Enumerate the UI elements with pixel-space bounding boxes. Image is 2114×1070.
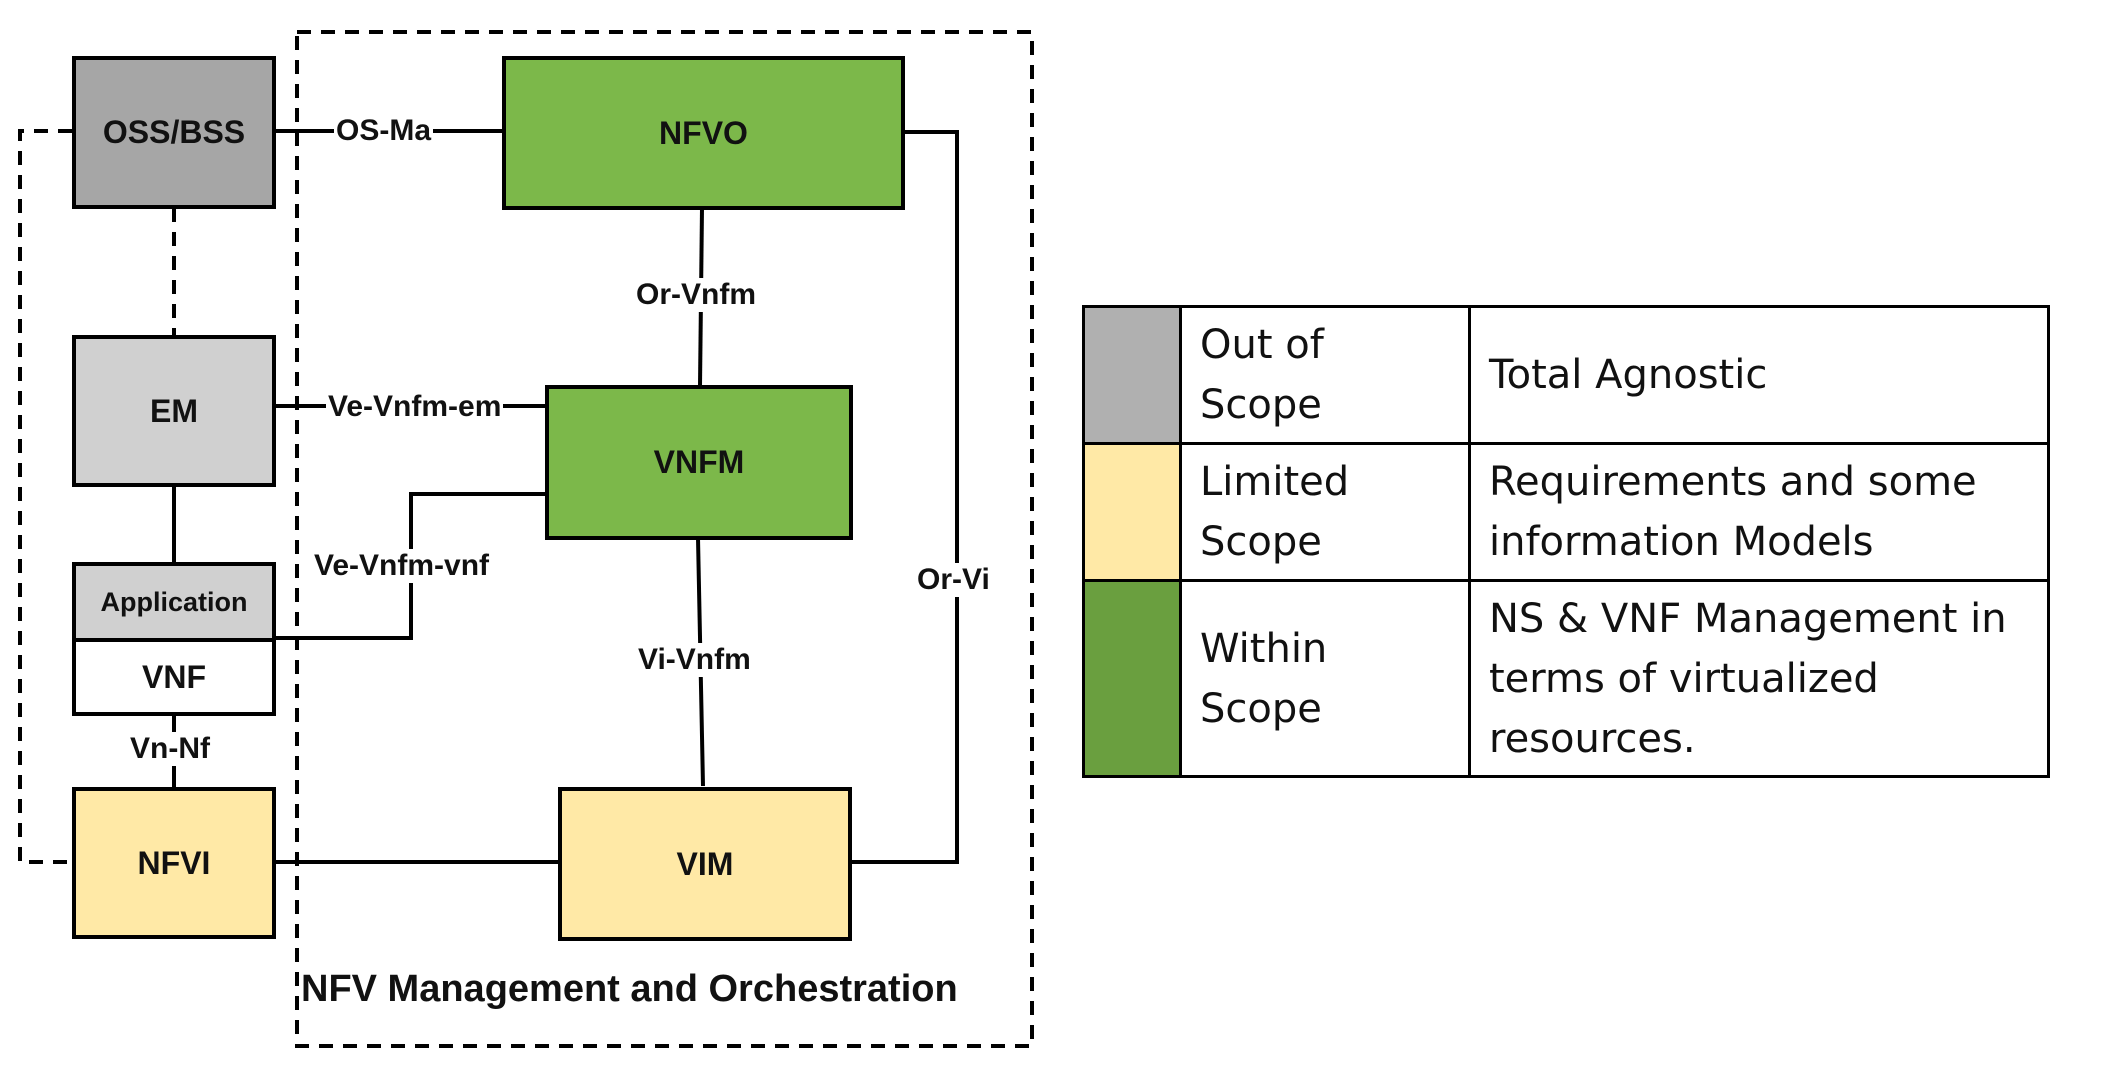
or-vi-label: Or-Vi	[915, 563, 992, 597]
legend-swatch-within-scope	[1082, 579, 1182, 778]
legend-scope-label: Within Scope	[1179, 579, 1471, 778]
mano-title: NFV Management and Orchestration	[301, 968, 958, 1011]
vnf-box: VNF	[72, 638, 276, 716]
ve-vnfm-vnf-label: Ve-Vnfm-vnf	[312, 549, 492, 583]
legend-description: Requirements and some information Models	[1468, 442, 2050, 582]
mano-boundary	[295, 30, 1034, 1048]
nfvi-label: NFVI	[137, 844, 211, 881]
em-label: EM	[150, 392, 198, 429]
legend-description: NS & VNF Management in terms of virtuali…	[1468, 579, 2050, 778]
legend-row: Limited Scope Requirements and some info…	[1082, 442, 2050, 582]
oss-bss-label: OSS/BSS	[102, 114, 246, 150]
nfvo-box: NFVO	[502, 56, 905, 210]
legend-swatch-limited-scope	[1082, 442, 1182, 582]
nfvi-box: NFVI	[72, 787, 276, 939]
oss-nfvi-dashed-link	[18, 129, 72, 864]
legend-row: Out of Scope Total Agnostic	[1082, 305, 2050, 445]
nfvo-label: NFVO	[659, 114, 748, 151]
legend-description: Total Agnostic	[1468, 305, 2050, 445]
vnfm-label: VNFM	[653, 444, 745, 480]
vnfm-box: VNFM	[545, 385, 853, 540]
scope-legend-table: Out of Scope Total Agnostic Limited Scop…	[1082, 305, 2050, 778]
legend-scope-label: Limited Scope	[1179, 442, 1471, 582]
vnf-label: VNF	[142, 658, 206, 695]
os-ma-label: OS-Ma	[334, 114, 434, 148]
vi-vnfm-label: Vi-Vnfm	[636, 643, 753, 677]
ve-vnfm-em-label: Ve-Vnfm-em	[326, 390, 504, 424]
vim-box: VIM	[558, 787, 852, 941]
legend-scope-label: Out of Scope	[1179, 305, 1471, 445]
application-label: Application	[100, 586, 248, 617]
vn-nf-label: Vn-Nf	[128, 732, 212, 766]
or-vnfm-label: Or-Vnfm	[634, 278, 758, 312]
em-box: EM	[72, 335, 276, 487]
application-box: Application	[72, 562, 276, 642]
legend-row: Within Scope NS & VNF Management in term…	[1082, 579, 2050, 778]
legend-swatch-out-of-scope	[1082, 305, 1182, 445]
or-vi-link	[850, 130, 959, 864]
vim-label: VIM	[676, 845, 734, 882]
oss-bss-box: OSS/BSS	[72, 56, 276, 209]
